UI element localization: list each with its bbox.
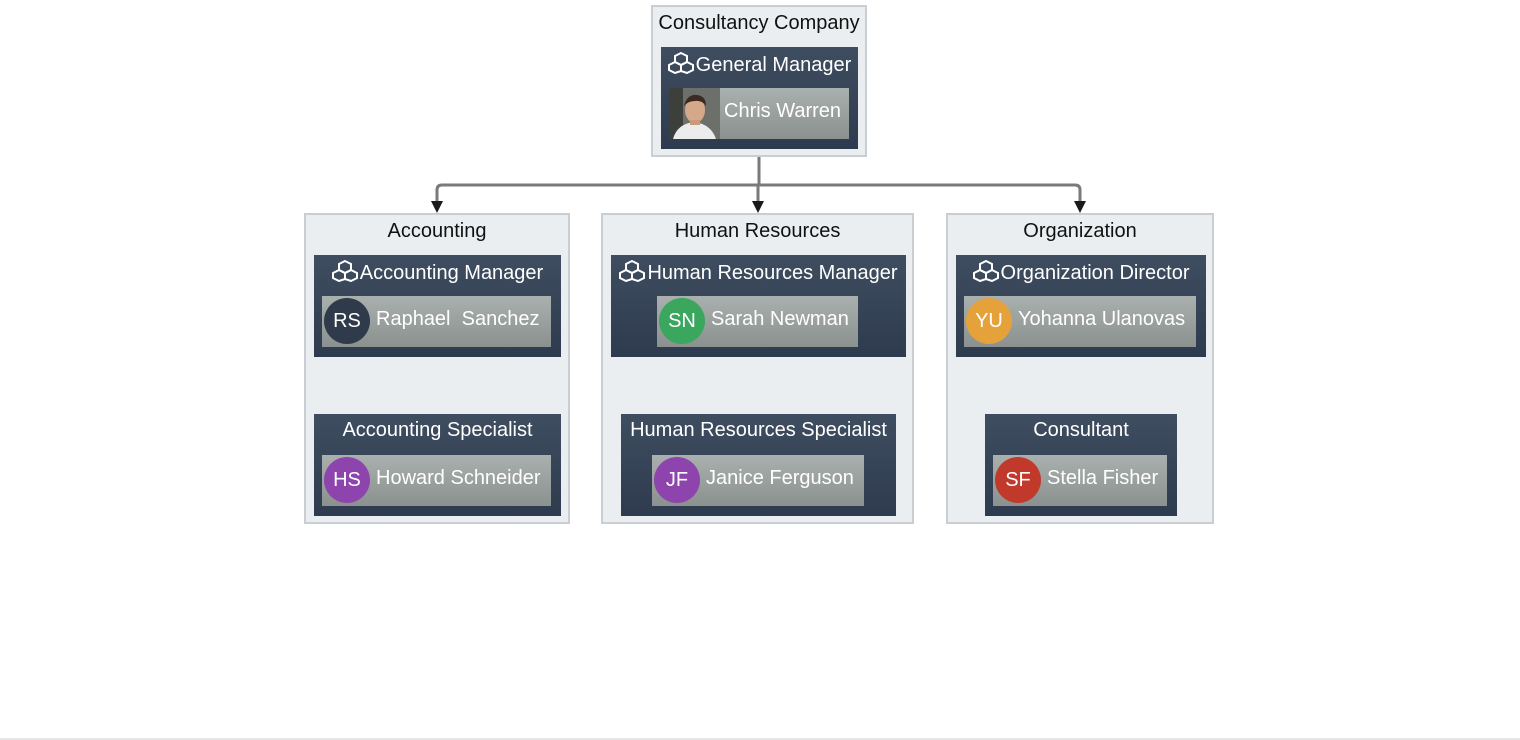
role-accounting-specialist[interactable]: Accounting Specialist HS Howard Schneide… (314, 414, 561, 516)
person-name: Howard Schneider (376, 467, 541, 489)
person-name: Janice Ferguson (706, 467, 854, 489)
group-consultancy-company[interactable]: Consultancy Company General Manager Chri… (651, 5, 867, 157)
role-title-text: Accounting Manager (359, 262, 544, 284)
group-title: Consultancy Company (658, 12, 860, 34)
connector-to-accounting (435, 183, 759, 202)
person-name: Raphael Sanchez (376, 308, 540, 330)
person-card-raphael-sanchez[interactable]: RS Raphael Sanchez (322, 296, 551, 347)
person-card-howard-schneider[interactable]: HS Howard Schneider (322, 455, 551, 506)
group-organization[interactable]: Organization Organization Director YU Yo… (946, 213, 1214, 524)
group-human-resources[interactable]: Human Resources Human Resources Manager … (601, 213, 914, 524)
role-title-text: Organization Director (1000, 262, 1190, 284)
bottom-divider (0, 738, 1520, 740)
arrowhead-hr (752, 201, 764, 213)
connector-to-org (759, 183, 1082, 202)
person-card-janice-ferguson[interactable]: JF Janice Ferguson (652, 455, 864, 506)
role-hr-manager[interactable]: Human Resources Manager SN Sarah Newman (611, 255, 906, 357)
role-organization-director[interactable]: Organization Director YU Yohanna Ulanova… (956, 255, 1206, 357)
role-title-text: General Manager (695, 54, 852, 76)
role-title: Human Resources Specialist (630, 419, 887, 441)
person-name: Yohanna Ulanovas (1018, 308, 1186, 330)
person-card-sarah-newman[interactable]: SN Sarah Newman (657, 296, 858, 347)
role-title: Organization Director (956, 259, 1206, 288)
group-title: Accounting (387, 220, 487, 242)
person-name: Sarah Newman (711, 308, 849, 330)
group-accounting[interactable]: Accounting Accounting Manager RS Raphael… (304, 213, 570, 524)
cubes-icon (667, 51, 694, 80)
person-card-stella-fisher[interactable]: SF Stella Fisher (993, 455, 1167, 506)
role-general-manager[interactable]: General Manager Chris Warren (661, 47, 858, 149)
role-title-text: Human Resources Manager (647, 262, 898, 284)
group-title: Human Resources (674, 220, 841, 242)
role-title: Human Resources Manager (611, 259, 906, 288)
role-title: Consultant (1033, 419, 1129, 441)
person-name: Chris Warren (724, 100, 842, 122)
person-photo (669, 88, 720, 139)
avatar: YU (966, 298, 1012, 344)
role-accounting-manager[interactable]: Accounting Manager RS Raphael Sanchez (314, 255, 561, 357)
arrowhead-org (1074, 201, 1086, 213)
role-title: Accounting Manager (314, 259, 561, 288)
avatar: RS (324, 298, 370, 344)
avatar: JF (654, 457, 700, 503)
cubes-icon (619, 259, 646, 288)
cubes-icon (972, 259, 999, 288)
avatar: SN (659, 298, 705, 344)
arrowhead-accounting (431, 201, 443, 213)
avatar: HS (324, 457, 370, 503)
group-title: Organization (1023, 220, 1137, 242)
avatar: SF (995, 457, 1041, 503)
role-title: Accounting Specialist (342, 419, 533, 441)
role-hr-specialist[interactable]: Human Resources Specialist JF Janice Fer… (621, 414, 896, 516)
role-consultant[interactable]: Consultant SF Stella Fisher (985, 414, 1177, 516)
role-title: General Manager (661, 51, 858, 80)
person-name: Stella Fisher (1047, 467, 1159, 489)
person-card-yohanna-ulanovas[interactable]: YU Yohanna Ulanovas (964, 296, 1196, 347)
person-card-chris-warren[interactable]: Chris Warren (669, 88, 849, 139)
cubes-icon (331, 259, 358, 288)
